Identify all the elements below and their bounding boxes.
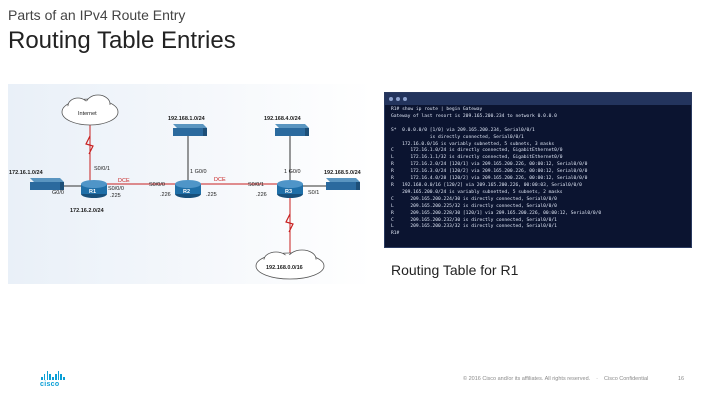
router-icon bbox=[81, 180, 107, 198]
r2-ip-a-label: .226 bbox=[160, 192, 171, 198]
r2-ip-b-label: .225 bbox=[206, 192, 217, 198]
cisco-logo-text: cisco bbox=[40, 381, 60, 388]
window-dot-icon bbox=[403, 97, 407, 101]
terminal-line: 209.165.200.0/24 is variably subnetted, … bbox=[391, 189, 563, 195]
terminal-line: R 172.16.4.0/28 [120/2] via 209.165.200.… bbox=[391, 176, 588, 182]
terminal-line: 172.16.0.0/16 is variably subnetted, 5 s… bbox=[391, 141, 555, 147]
terminal-caption: Routing Table for R1 bbox=[391, 262, 519, 278]
r1-s000-label: S0/0/0 bbox=[108, 186, 124, 192]
terminal-line: C 209.165.200.224/30 is directly connect… bbox=[391, 196, 557, 202]
switch-icon bbox=[173, 124, 207, 136]
window-dot-icon bbox=[396, 97, 400, 101]
internet-label: Internet bbox=[78, 111, 97, 117]
subnet-bottom-label: 172.16.2.0/24 bbox=[70, 208, 105, 214]
r1-dce-label: DCE bbox=[118, 178, 130, 184]
terminal-line: L 209.165.200.225/32 is directly connect… bbox=[391, 203, 557, 209]
wan-cloud-icon bbox=[255, 249, 325, 280]
wan-cloud-label: 192.168.0.0/16 bbox=[266, 265, 303, 271]
serial-bolt-icon bbox=[85, 135, 94, 155]
slide-subtitle: Parts of an IPv4 Route Entry bbox=[8, 7, 186, 23]
r1-s001-label: S0/0/1 bbox=[94, 166, 110, 172]
terminal-titlebar bbox=[385, 93, 691, 105]
router-r1-label: R1 bbox=[89, 189, 96, 195]
terminal-line: R 172.16.2.0/24 [120/1] via 209.165.200.… bbox=[391, 162, 588, 168]
terminal-line: R 192.168.0.0/16 [120/2] via 209.165.200… bbox=[391, 182, 582, 188]
window-dot-icon bbox=[389, 97, 393, 101]
r1-ip-label: .225 bbox=[110, 193, 121, 199]
router-icon bbox=[277, 180, 303, 198]
page-number: 16 bbox=[678, 376, 685, 382]
cisco-logo: cisco bbox=[40, 371, 66, 388]
r2-s000-label: S0/0/0 bbox=[149, 182, 165, 188]
router-r2-label: R2 bbox=[183, 189, 190, 195]
switch-icon bbox=[275, 124, 309, 136]
lan-top-left-label: 192.168.1.0/24 bbox=[168, 116, 206, 122]
serial-bolt-icon bbox=[285, 213, 294, 233]
slide-footer: © 2016 Cisco and/or its affiliates. All … bbox=[463, 376, 649, 382]
terminal-line bbox=[391, 121, 685, 128]
terminal-line: C 209.165.200.232/30 is directly connect… bbox=[391, 217, 557, 223]
network-topology-diagram: Internet 192.168.0.0/16 bbox=[8, 84, 372, 284]
lan-right-label: 192.168.5.0/24 bbox=[324, 170, 362, 176]
r3-s001-label: S0/0/1 bbox=[248, 182, 264, 188]
r2-g0-label: 1 G0/0 bbox=[190, 169, 207, 175]
internet-cloud-icon bbox=[61, 94, 119, 126]
terminal-line: R1# show ip route | begin Gateway bbox=[391, 107, 483, 112]
r1-g000-label: G0/0 bbox=[52, 190, 64, 196]
r3-g000-label: 1 G0/0 bbox=[284, 169, 301, 175]
terminal-line: R 209.165.200.228/30 [120/1] via 209.165… bbox=[391, 210, 602, 216]
topology-svg: Internet 192.168.0.0/16 bbox=[9, 94, 362, 280]
r3-s01-label: S0/1 bbox=[308, 190, 319, 196]
lan-left-label: 172.16.1.0/24 bbox=[9, 170, 44, 176]
lan-top-right-label: 192.168.4.0/24 bbox=[264, 116, 302, 122]
r2-dce-label: DCE bbox=[214, 177, 226, 183]
terminal-line: R1# bbox=[391, 231, 400, 237]
r3-ip-label: .226 bbox=[256, 192, 267, 198]
terminal-line: L 209.165.200.233/32 is directly connect… bbox=[391, 224, 557, 230]
terminal-line: C 172.16.1.0/24 is directly connected, G… bbox=[391, 148, 563, 154]
slide-title: Routing Table Entries bbox=[8, 27, 236, 54]
router-icon bbox=[175, 180, 201, 198]
terminal-line: is directly connected, Serial0/0/1 bbox=[391, 134, 524, 140]
slide-header: Parts of an IPv4 Route Entry Routing Tab… bbox=[8, 6, 236, 56]
cisco-bars-icon bbox=[40, 371, 66, 380]
terminal-line: S* 0.0.0.0/0 [1/0] via 209.165.200.234, … bbox=[391, 127, 535, 133]
terminal-line: R 172.16.3.0/24 [120/2] via 209.165.200.… bbox=[391, 169, 588, 175]
terminal-line: Gateway of last resort is 209.165.200.23… bbox=[391, 113, 557, 119]
footer-classification: Cisco Confidential bbox=[604, 376, 649, 382]
footer-copyright: © 2016 Cisco and/or its affiliates. All … bbox=[463, 376, 591, 382]
switch-icon bbox=[326, 178, 360, 190]
router-r3-label: R3 bbox=[285, 189, 292, 195]
terminal-line: L 172.16.1.1/32 is directly connected, G… bbox=[391, 155, 563, 161]
switch-icon bbox=[30, 178, 64, 190]
